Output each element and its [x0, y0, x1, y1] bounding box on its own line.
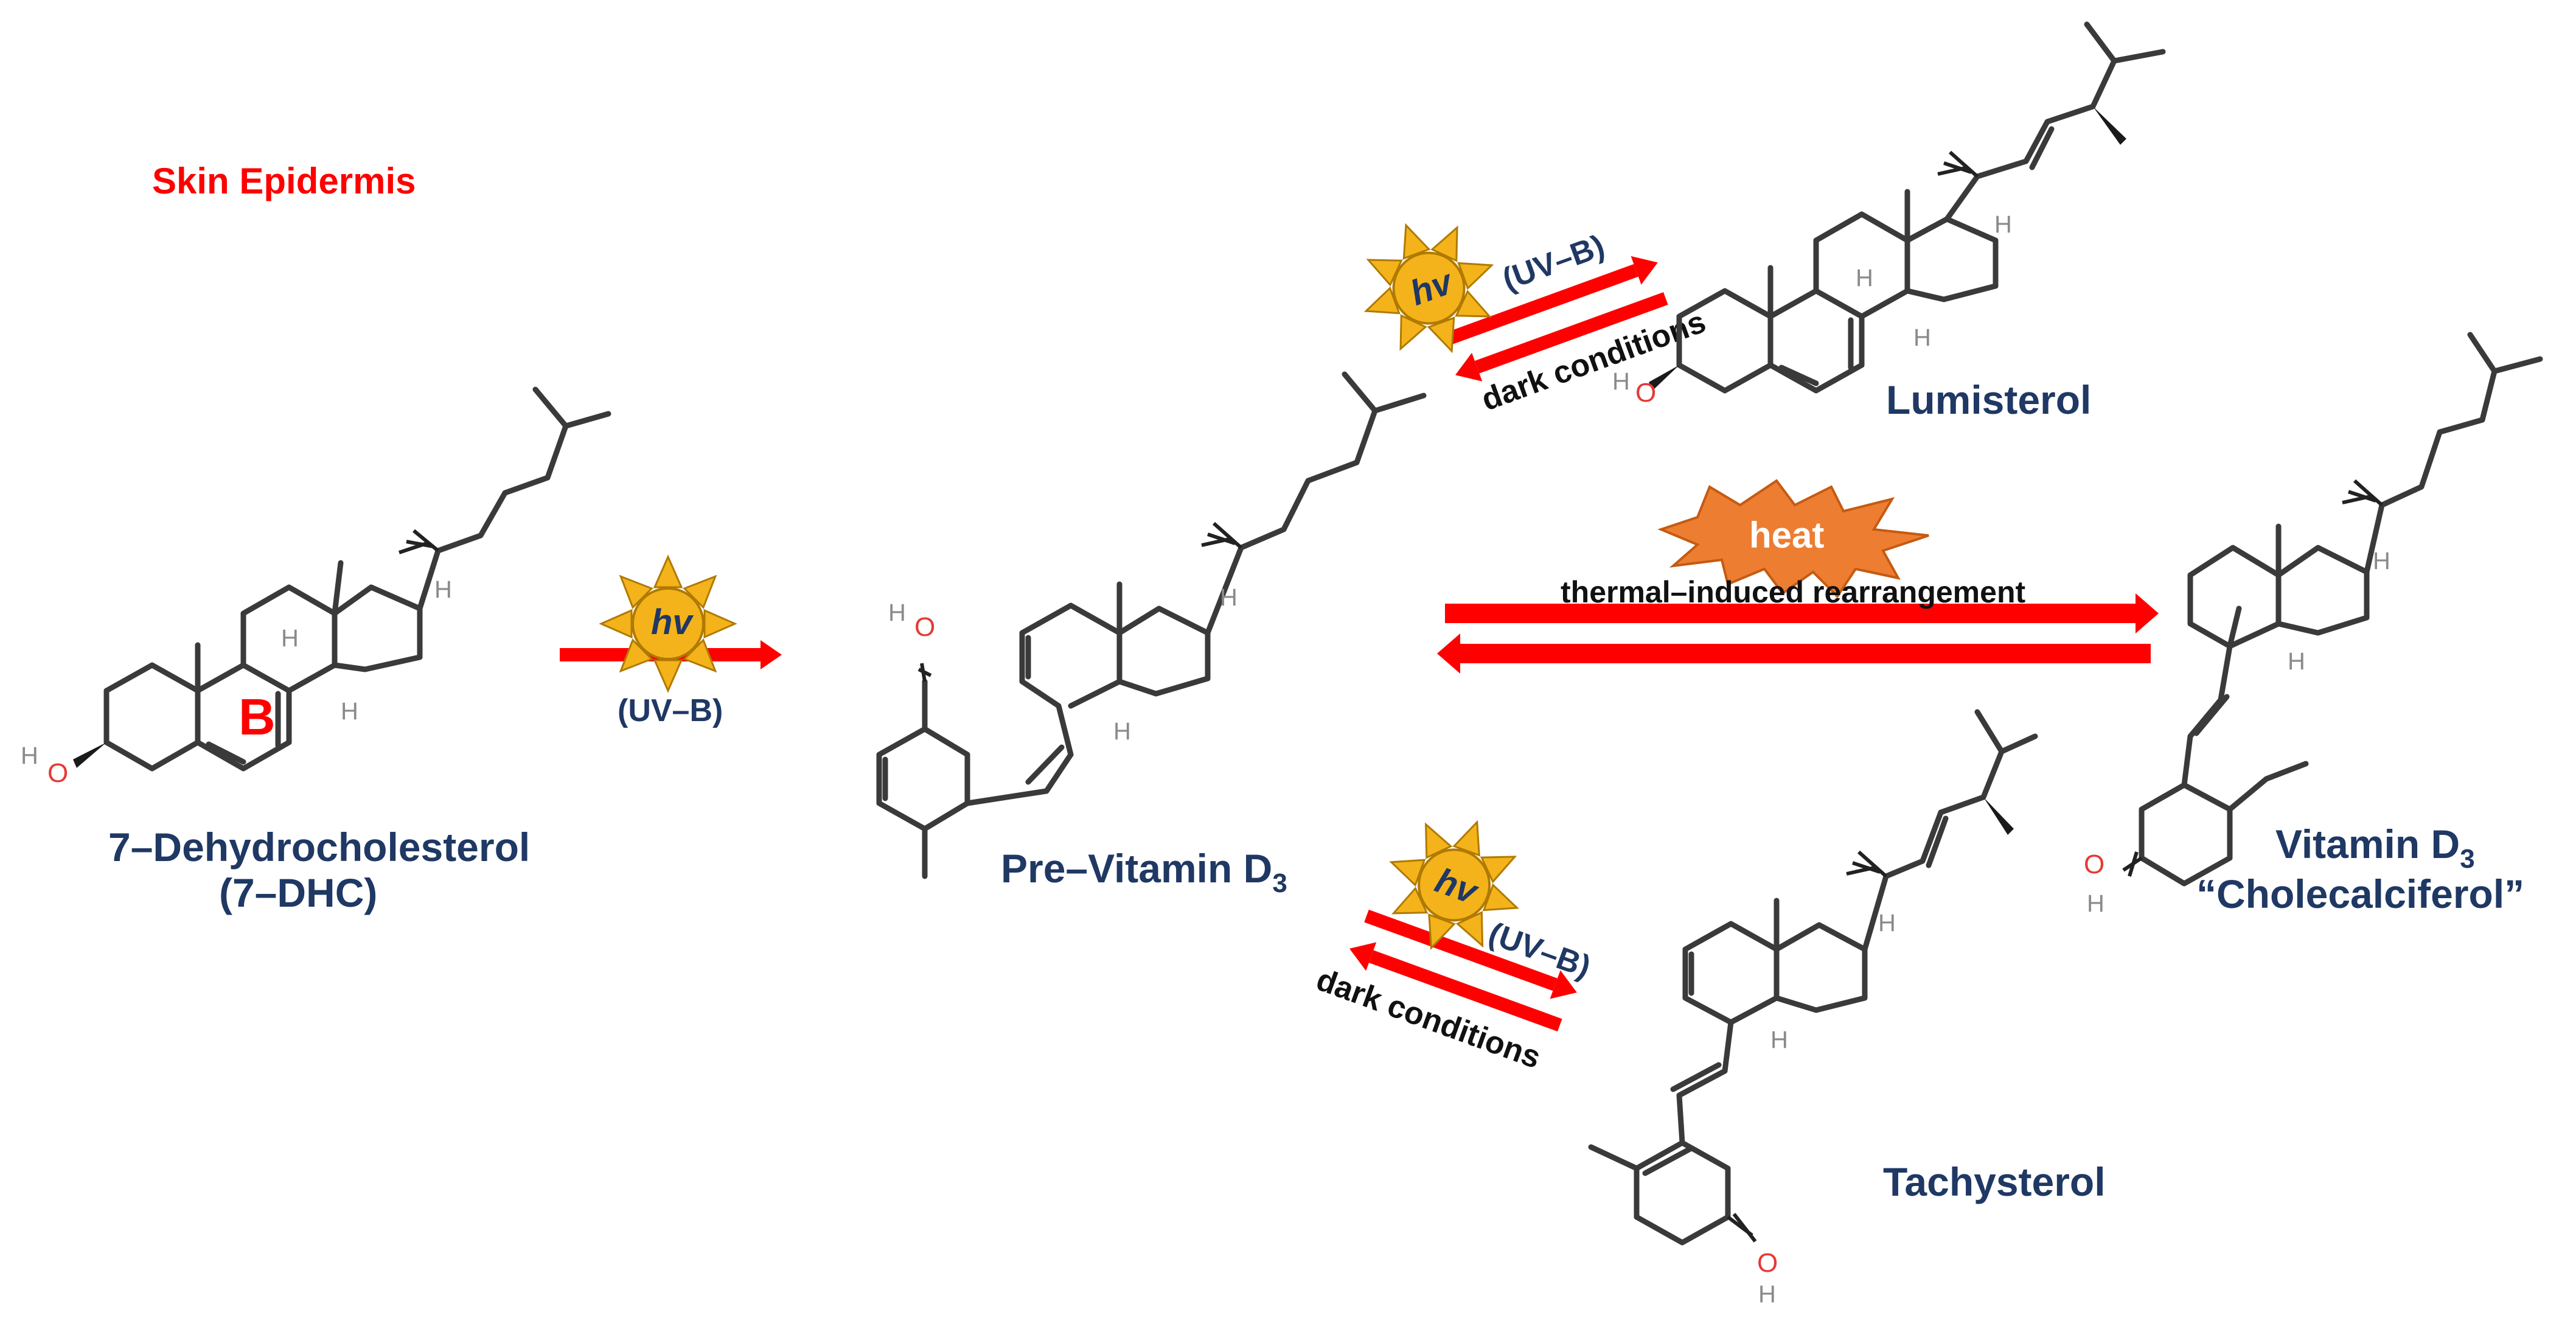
- arrow-tachysterol-equilibrium: hv (UV–B) dark conditions: [1312, 798, 1595, 1076]
- molecule-tachysterol: H H O H: [1588, 709, 2038, 1308]
- pre-vitamin-d3-text: Pre–Vitamin D: [1001, 846, 1272, 891]
- uvb-label: (UV–B): [618, 693, 723, 728]
- vitamin-d3-text: Vitamin D: [2275, 821, 2460, 867]
- molecule-lumisterol: H H H H O: [1612, 21, 2166, 408]
- atom-h: H: [341, 698, 358, 725]
- hashed-methyl: [1846, 850, 1887, 878]
- hashed-methyl: [2342, 479, 2383, 507]
- compound-label-7-dhc-abbrev: (7–DHC): [219, 870, 377, 915]
- atom-h: H: [1758, 1281, 1776, 1308]
- hashed-oh: [917, 663, 932, 682]
- compound-label-cholecalciferol: “Cholecalciferol”: [2196, 871, 2524, 916]
- atom-o: O: [2084, 849, 2104, 879]
- atom-o: O: [47, 758, 68, 788]
- hashed-methyl: [1201, 521, 1242, 549]
- atom-h: H: [1770, 1027, 1788, 1053]
- atom-h: H: [1612, 368, 1630, 395]
- region-label: Skin Epidermis: [152, 161, 416, 201]
- compound-label-tachysterol: Tachysterol: [1883, 1159, 2106, 1204]
- compound-label-7-dhc: 7–Dehydrocholesterol: [108, 825, 530, 870]
- heat-burst-icon: [1657, 479, 1929, 599]
- molecule-7-dehydrocholesterol: H H H H O B: [21, 386, 611, 788]
- atom-h: H: [1913, 324, 1931, 351]
- ring-b-label: B: [238, 688, 276, 745]
- atom-o: O: [914, 612, 935, 642]
- atom-h: H: [1994, 211, 2012, 238]
- atom-h: H: [434, 576, 452, 603]
- subscript-3: 3: [1272, 868, 1287, 898]
- atom-h: H: [21, 742, 38, 769]
- atom-h: H: [1878, 910, 1896, 937]
- hashed-methyl: [1937, 150, 1979, 178]
- atom-o: O: [1757, 1248, 1778, 1278]
- heat-label: heat: [1749, 515, 1824, 556]
- compound-label-pre-vitamin-d3: Pre–Vitamin D3: [1001, 846, 1287, 898]
- subscript-3: 3: [2460, 844, 2474, 874]
- atom-o: O: [1635, 378, 1656, 408]
- atom-h: H: [281, 625, 299, 652]
- hashed-oh: [1727, 1213, 1757, 1243]
- arrow-thermal-rearrangement: heat thermal–induced rearrangement: [1437, 479, 2159, 674]
- atom-h: H: [1113, 718, 1131, 745]
- compound-label-lumisterol: Lumisterol: [1886, 377, 2091, 422]
- arrow-uvb-conversion: hv (UV–B): [560, 556, 782, 728]
- compound-label-vitamin-d3: Vitamin D3: [2275, 821, 2475, 874]
- molecule-pre-vitamin-d3: H O H H: [876, 371, 1427, 879]
- hv-label: hv: [651, 602, 694, 642]
- hashed-oh: [2122, 851, 2143, 877]
- atom-h: H: [2373, 548, 2390, 574]
- molecule-vitamin-d3: H H O H: [2084, 332, 2543, 917]
- atom-h: H: [2288, 648, 2305, 675]
- atom-h: H: [888, 599, 906, 626]
- atom-h: H: [1856, 265, 1873, 291]
- atom-h: H: [2087, 890, 2104, 917]
- thermal-rearrangement-label: thermal–induced rearrangement: [1561, 575, 2025, 609]
- atom-h: H: [1220, 584, 1238, 611]
- hashed-methyl: [399, 529, 439, 554]
